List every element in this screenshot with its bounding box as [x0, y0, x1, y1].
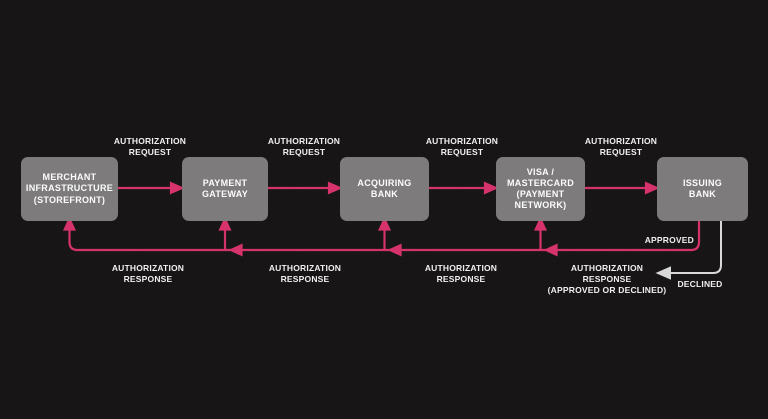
response-left-arrowhead-1 — [228, 243, 243, 257]
response-label-3: AUTHORIZATION RESPONSE — [424, 263, 498, 284]
request-arrowhead-2 — [327, 181, 343, 195]
response-label-2: AUTHORIZATION RESPONSE — [268, 263, 342, 284]
request-label-3: AUTHORIZATION REQUEST — [425, 136, 499, 157]
node-merchant-label: MERCHANT INFRASTRUCTURE (STOREFRONT) — [25, 172, 114, 205]
request-arrowhead-4 — [644, 181, 660, 195]
declined-connector — [670, 220, 722, 274]
node-network-label: VISA / MASTERCARD (PAYMENT NETWORK) — [507, 166, 574, 211]
request-arrowhead-1 — [169, 181, 185, 195]
node-issuing-bank: ISSUING BANK — [657, 157, 748, 221]
node-payment-network: VISA / MASTERCARD (PAYMENT NETWORK) — [496, 157, 585, 221]
node-acquiring-bank: ACQUIRING BANK — [340, 157, 429, 221]
approved-label: APPROVED — [644, 235, 694, 245]
response-up-arrowhead-acquirer — [377, 216, 392, 231]
response-label-1: AUTHORIZATION RESPONSE — [111, 263, 185, 284]
response-up-arrowhead-gateway — [218, 216, 232, 231]
request-label-4: AUTHORIZATION REQUEST — [584, 136, 658, 157]
response-up-arrowhead-network — [533, 216, 548, 231]
declined-label: DECLINED — [677, 279, 723, 289]
response-left-arrowhead-2 — [387, 243, 402, 257]
request-arrowhead-3 — [483, 181, 499, 195]
request-label-1: AUTHORIZATION REQUEST — [113, 136, 187, 157]
node-gateway-label: PAYMENT GATEWAY — [201, 177, 249, 199]
response-label-full: AUTHORIZATION RESPONSE (APPROVED OR DECL… — [547, 263, 667, 295]
node-merchant-infrastructure: MERCHANT INFRASTRUCTURE (STOREFRONT) — [21, 157, 118, 221]
response-up-arrowhead-merchant — [62, 216, 77, 231]
node-issuer-label: ISSUING BANK — [682, 177, 723, 199]
node-acquirer-label: ACQUIRING BANK — [357, 177, 412, 199]
response-spine — [68, 220, 701, 252]
request-label-2: AUTHORIZATION REQUEST — [267, 136, 341, 157]
node-payment-gateway: PAYMENT GATEWAY — [182, 157, 268, 221]
response-left-arrowhead-3 — [543, 243, 558, 257]
declined-left-arrowhead — [655, 266, 671, 280]
